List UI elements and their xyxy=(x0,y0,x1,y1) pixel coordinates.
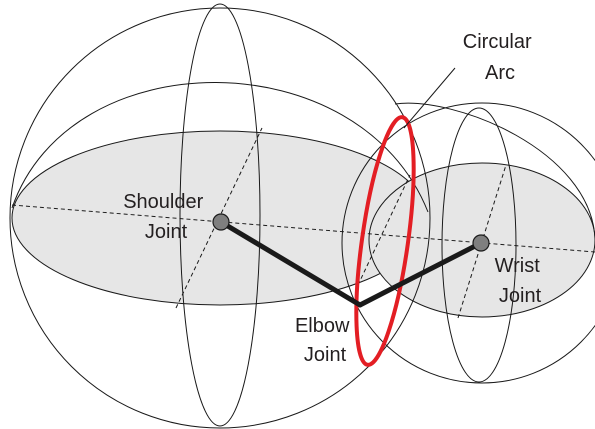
shoulder-joint-label-line1: Shoulder xyxy=(123,191,203,213)
forearm-link xyxy=(357,240,484,308)
circular-arc-label-line2: Arc xyxy=(485,62,515,84)
elbow-joint-label-line1: Elbow xyxy=(295,315,350,337)
arc-diagonal-dashed-line xyxy=(357,174,411,286)
circular-arc-label: Circular Arc xyxy=(463,31,537,84)
upper-arm-link xyxy=(218,219,363,308)
circular-arc-ellipse xyxy=(354,115,416,367)
shoulder-joint-marker xyxy=(212,213,230,231)
wrist-sphere-upper-arc xyxy=(394,102,595,239)
wrist-joint-label-line2: Joint xyxy=(499,285,542,307)
shoulder-joint-label: Shoulder Joint xyxy=(123,191,209,243)
wrist-sphere-meridian xyxy=(441,107,517,383)
shoulder-sphere-outline xyxy=(9,7,431,429)
wrist-joint-marker xyxy=(472,234,490,252)
elbow-joint-label: Elbow Joint xyxy=(295,315,355,366)
circular-arc-label-line1: Circular xyxy=(463,31,532,53)
elbow-joint-label-line2: Joint xyxy=(304,344,347,366)
shoulder-sphere xyxy=(9,3,431,429)
wrist-sphere-outline xyxy=(341,102,595,384)
shoulder-sphere-meridian xyxy=(179,3,261,427)
wrist-joint-label: Wrist Joint xyxy=(495,255,546,307)
shoulder-joint-label-line2: Joint xyxy=(145,221,188,243)
wrist-sphere xyxy=(341,102,595,384)
wrist-joint-label-line1: Wrist xyxy=(495,255,541,277)
circular-arc-leader-line xyxy=(403,67,456,129)
shoulder-sphere-upper-arc xyxy=(11,82,429,213)
